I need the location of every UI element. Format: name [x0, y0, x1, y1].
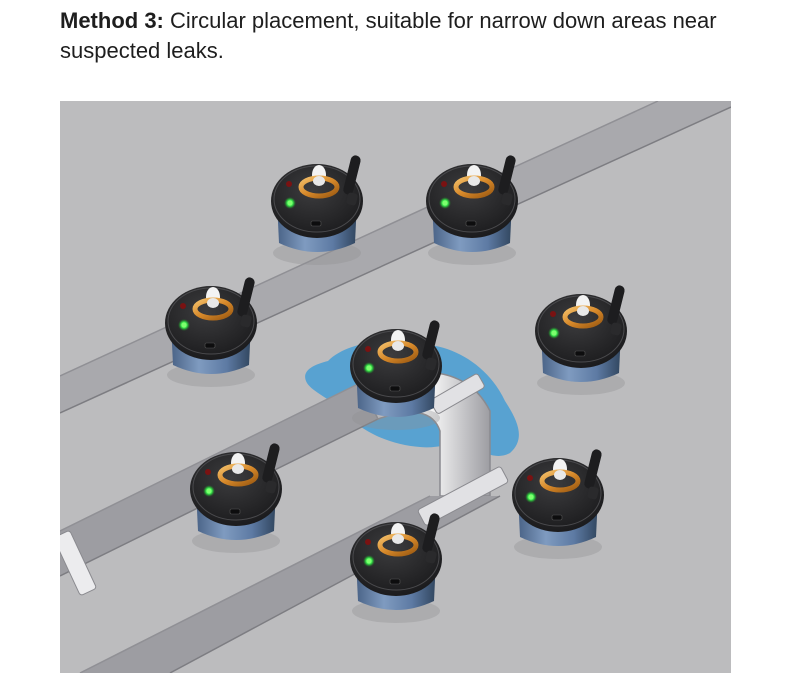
- sensor-center: [350, 319, 442, 430]
- sensor-bottom-right: [512, 448, 604, 559]
- illustration-canvas: [60, 101, 731, 673]
- method-label: Method 3:: [60, 8, 164, 33]
- sensor-bottom-left: [190, 442, 282, 553]
- method-caption: Method 3: Circular placement, suitable f…: [60, 6, 760, 66]
- method-description: Circular placement, suitable for narrow …: [60, 8, 717, 63]
- sensor-right: [535, 284, 627, 395]
- sensor-top-left: [271, 154, 363, 265]
- leak-detection-illustration: [60, 101, 731, 673]
- sensor-middle-left: [165, 276, 257, 387]
- sensor-top-right: [426, 154, 518, 265]
- pipe-coupling: [60, 530, 97, 596]
